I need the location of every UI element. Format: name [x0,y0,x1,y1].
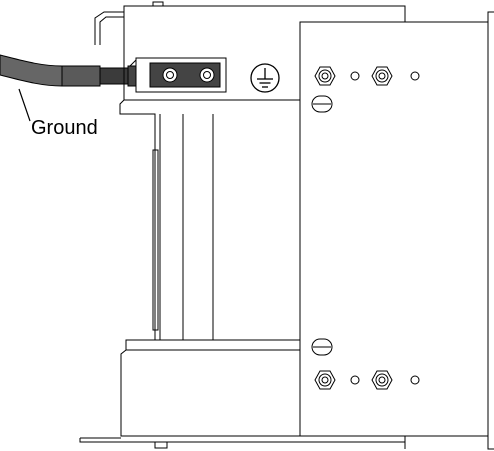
ground-callout: Ground [18,88,98,139]
cable-body [0,54,63,87]
top-hook-bracket [94,1,406,45]
cable-sleeve [61,65,101,87]
hole-top-2 [410,71,420,81]
plate-slot-top [311,95,333,113]
hex-nut-top-left [314,66,336,86]
plate-slot-bottom [311,338,333,356]
callout-label-ground: Ground [31,117,98,139]
hole-bottom-2 [410,375,420,385]
hex-nut-bottom-left [314,370,336,390]
hex-nut-bottom-right [371,370,393,390]
cable-connector-end [99,67,131,85]
hole-top-1 [350,71,360,81]
hex-nut-top-right [371,66,393,86]
terminal-screw-right [199,67,215,83]
terminal-screw-left [162,67,178,83]
bottom-rail [79,437,405,449]
main-chassis [119,6,405,437]
callout-leader-line [18,88,31,122]
ground-symbol-icon [250,63,280,93]
hole-bottom-1 [350,375,360,385]
ground-cable [0,54,145,87]
right-mounting-plate [299,11,494,450]
terminal-block [135,57,227,93]
